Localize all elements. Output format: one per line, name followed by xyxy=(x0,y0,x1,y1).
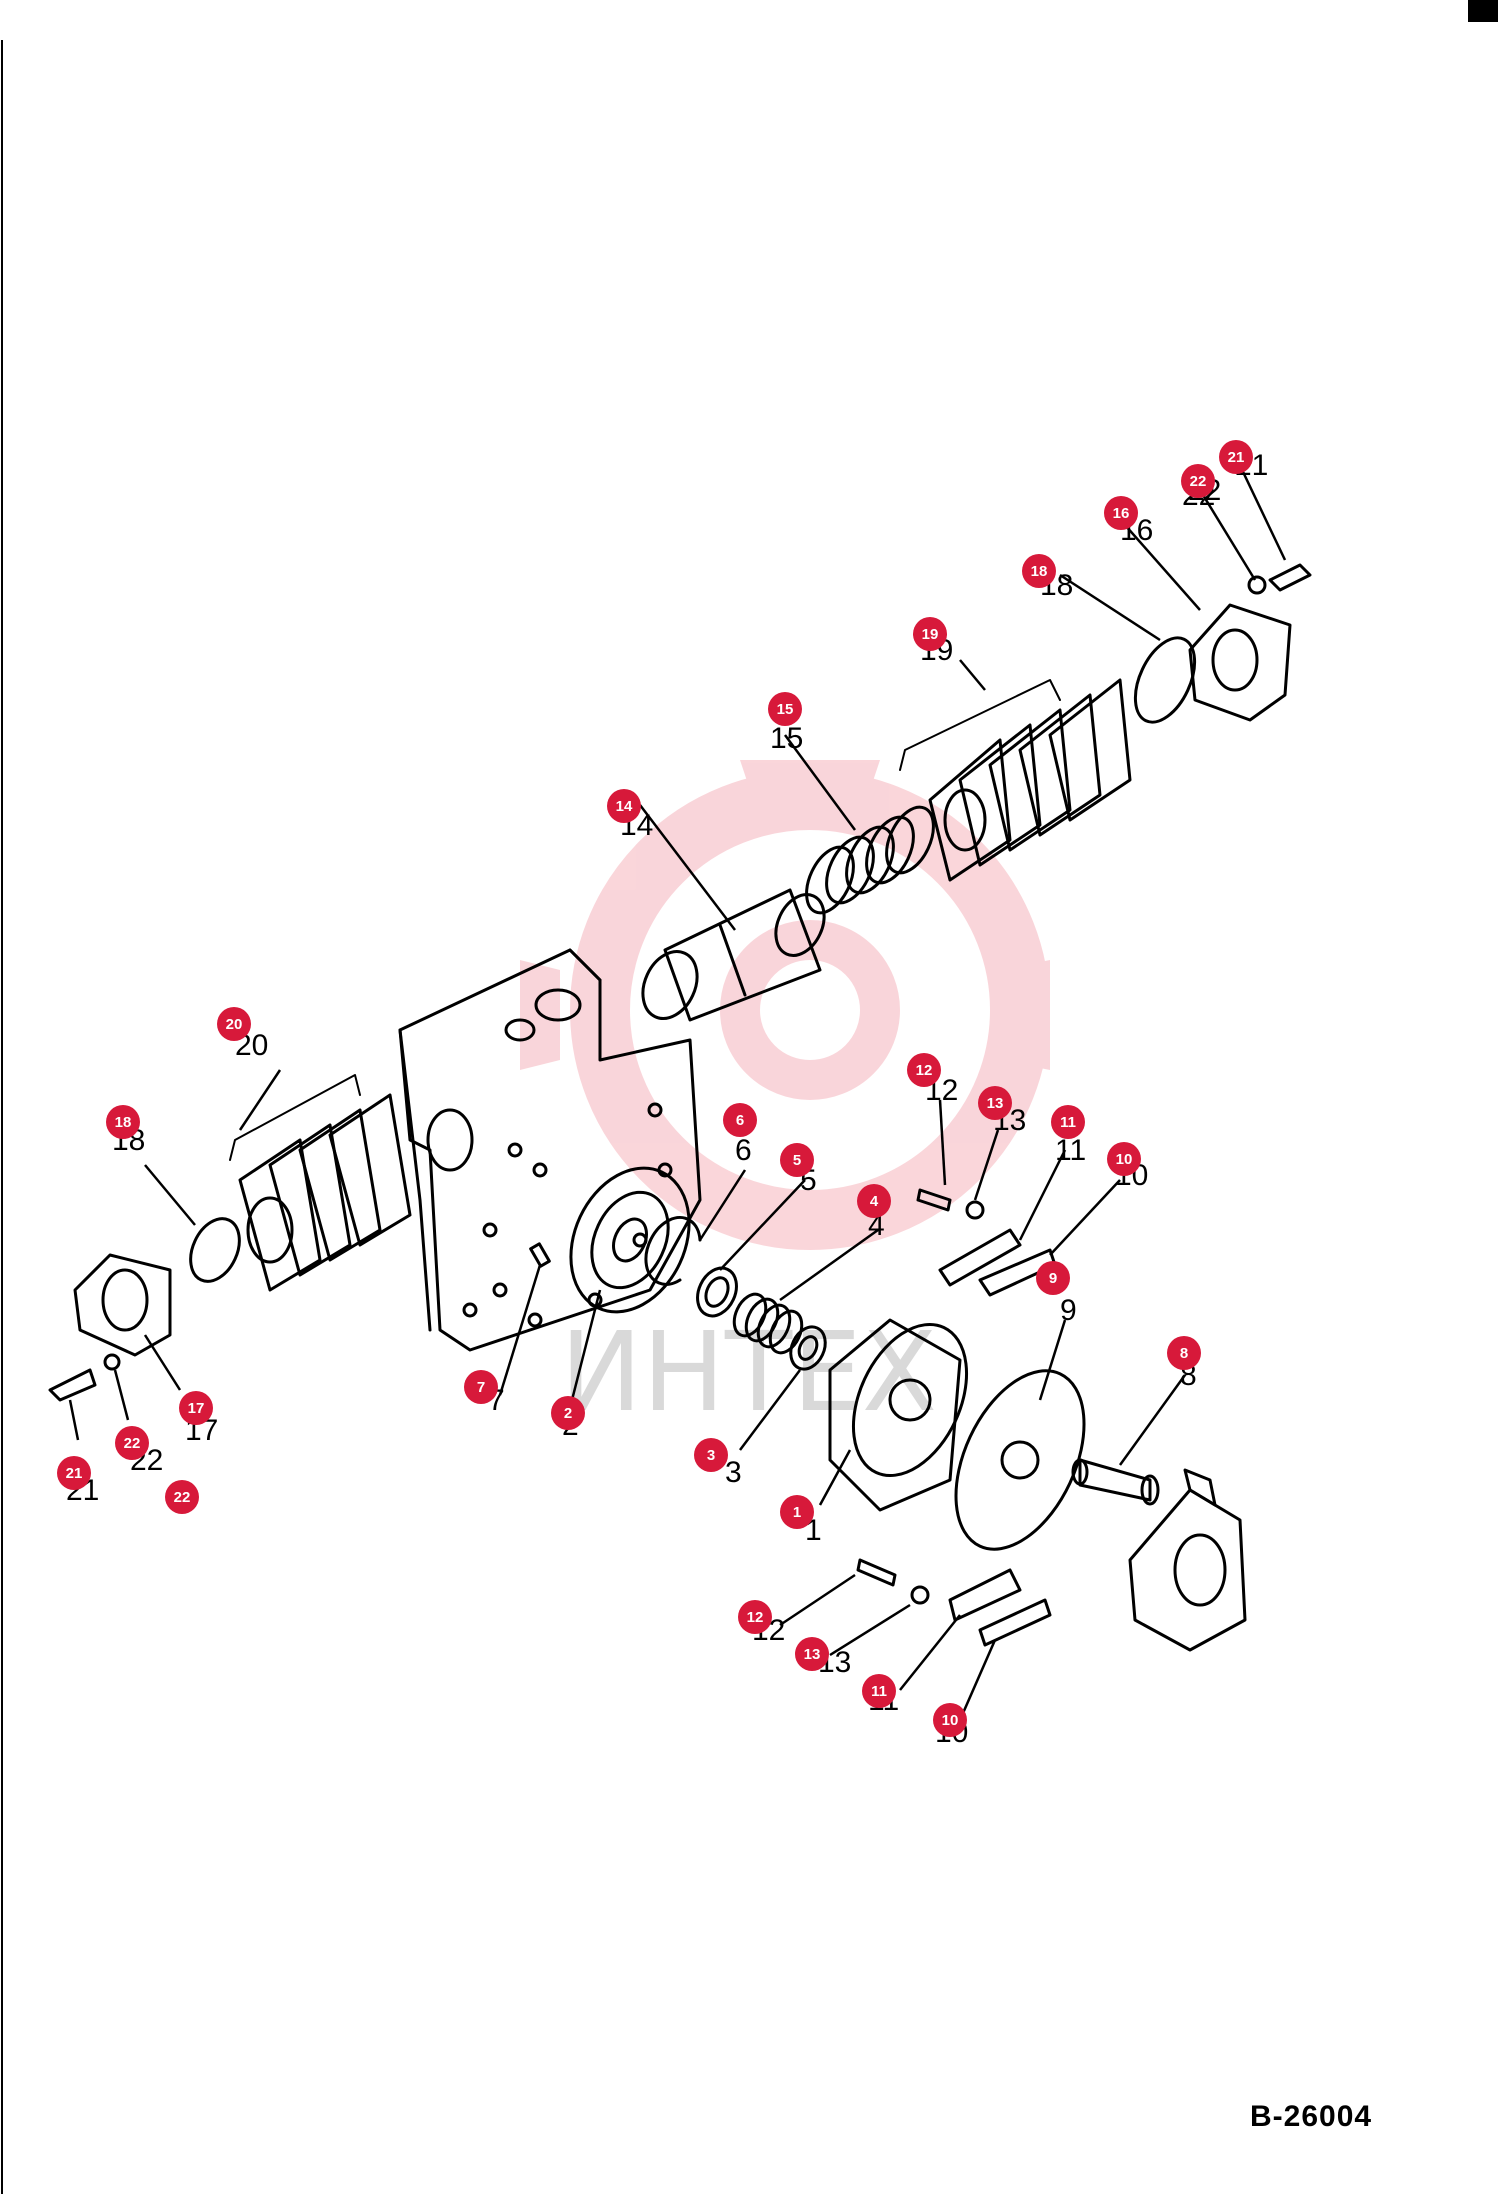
bracket-20 xyxy=(229,1074,361,1161)
shaft xyxy=(1071,1458,1160,1506)
pin-part xyxy=(529,1242,551,1268)
callout-marker[interactable]: 21 xyxy=(57,1456,91,1490)
part-label: 3 xyxy=(725,1456,742,1489)
callout-marker[interactable]: 10 xyxy=(933,1703,967,1737)
part-label: 6 xyxy=(735,1134,752,1167)
callout-marker[interactable]: 22 xyxy=(115,1426,149,1460)
callout-marker[interactable]: 18 xyxy=(106,1105,140,1139)
lower-levers xyxy=(856,1558,1052,1647)
callout-marker[interactable]: 9 xyxy=(1036,1261,1070,1295)
washer-lower xyxy=(103,1353,121,1371)
spring-15 xyxy=(805,805,935,915)
callout-marker[interactable]: 19 xyxy=(913,617,947,651)
callout-marker[interactable]: 5 xyxy=(780,1143,814,1177)
valve-plate xyxy=(954,1369,1086,1551)
bushing xyxy=(696,1266,738,1318)
watermark-gear xyxy=(520,760,1050,1250)
callout-marker[interactable]: 16 xyxy=(1104,496,1138,530)
callout-marker[interactable]: 14 xyxy=(607,789,641,823)
callout-marker[interactable]: 2 xyxy=(551,1396,585,1430)
o-ring-lower xyxy=(189,1217,241,1283)
callout-marker[interactable]: 13 xyxy=(978,1086,1012,1120)
cap-upper xyxy=(1188,603,1292,722)
callout-marker[interactable]: 12 xyxy=(738,1600,772,1634)
callout-marker[interactable]: 17 xyxy=(179,1391,213,1425)
snap-ring xyxy=(644,1216,702,1286)
callout-marker[interactable]: 11 xyxy=(862,1674,896,1708)
callout-marker[interactable]: 18 xyxy=(1022,554,1056,588)
shim-stack-20 xyxy=(238,1093,412,1292)
callout-marker[interactable]: 12 xyxy=(907,1053,941,1087)
callout-marker[interactable]: 1 xyxy=(780,1495,814,1529)
bolt-upper xyxy=(1268,563,1312,592)
callout-marker[interactable]: 20 xyxy=(217,1007,251,1041)
callout-marker[interactable]: 22 xyxy=(1181,464,1215,498)
piston-sleeve xyxy=(641,888,826,1022)
leader-lines xyxy=(68,454,1287,1721)
part-label: 11 xyxy=(1055,1134,1086,1167)
callout-marker[interactable]: 4 xyxy=(857,1184,891,1218)
callout-marker[interactable]: 21 xyxy=(1219,440,1253,474)
washer-upper xyxy=(1247,575,1267,595)
callout-marker[interactable]: 6 xyxy=(723,1103,757,1137)
callout-marker[interactable]: 11 xyxy=(1051,1105,1085,1139)
shim-stack-19 xyxy=(928,678,1132,882)
callout-marker[interactable]: 22 xyxy=(165,1480,199,1514)
callout-marker[interactable]: 15 xyxy=(768,692,802,726)
corner-mark xyxy=(1468,0,1498,22)
bracket-19 xyxy=(899,679,1061,771)
cap-lower xyxy=(73,1253,172,1357)
spring-ring xyxy=(789,1325,827,1371)
callout-marker[interactable]: 10 xyxy=(1107,1142,1141,1176)
diagram-code: B-26004 xyxy=(1250,2100,1373,2133)
bolt-lower xyxy=(48,1368,97,1402)
callout-marker[interactable]: 7 xyxy=(464,1370,498,1404)
callout-marker[interactable]: 13 xyxy=(795,1637,829,1671)
callout-marker[interactable]: 3 xyxy=(694,1438,728,1472)
part-label: 15 xyxy=(770,722,803,755)
port-plate xyxy=(569,1166,691,1314)
callout-marker[interactable]: 8 xyxy=(1167,1336,1201,1370)
watermark-text: ИНТЕХ xyxy=(560,1308,937,1436)
side-cover xyxy=(1128,1468,1247,1652)
small-spring xyxy=(732,1292,804,1355)
o-ring-upper xyxy=(1133,636,1197,724)
part-label: 9 xyxy=(1060,1294,1077,1327)
cylinder-block xyxy=(828,1318,969,1512)
